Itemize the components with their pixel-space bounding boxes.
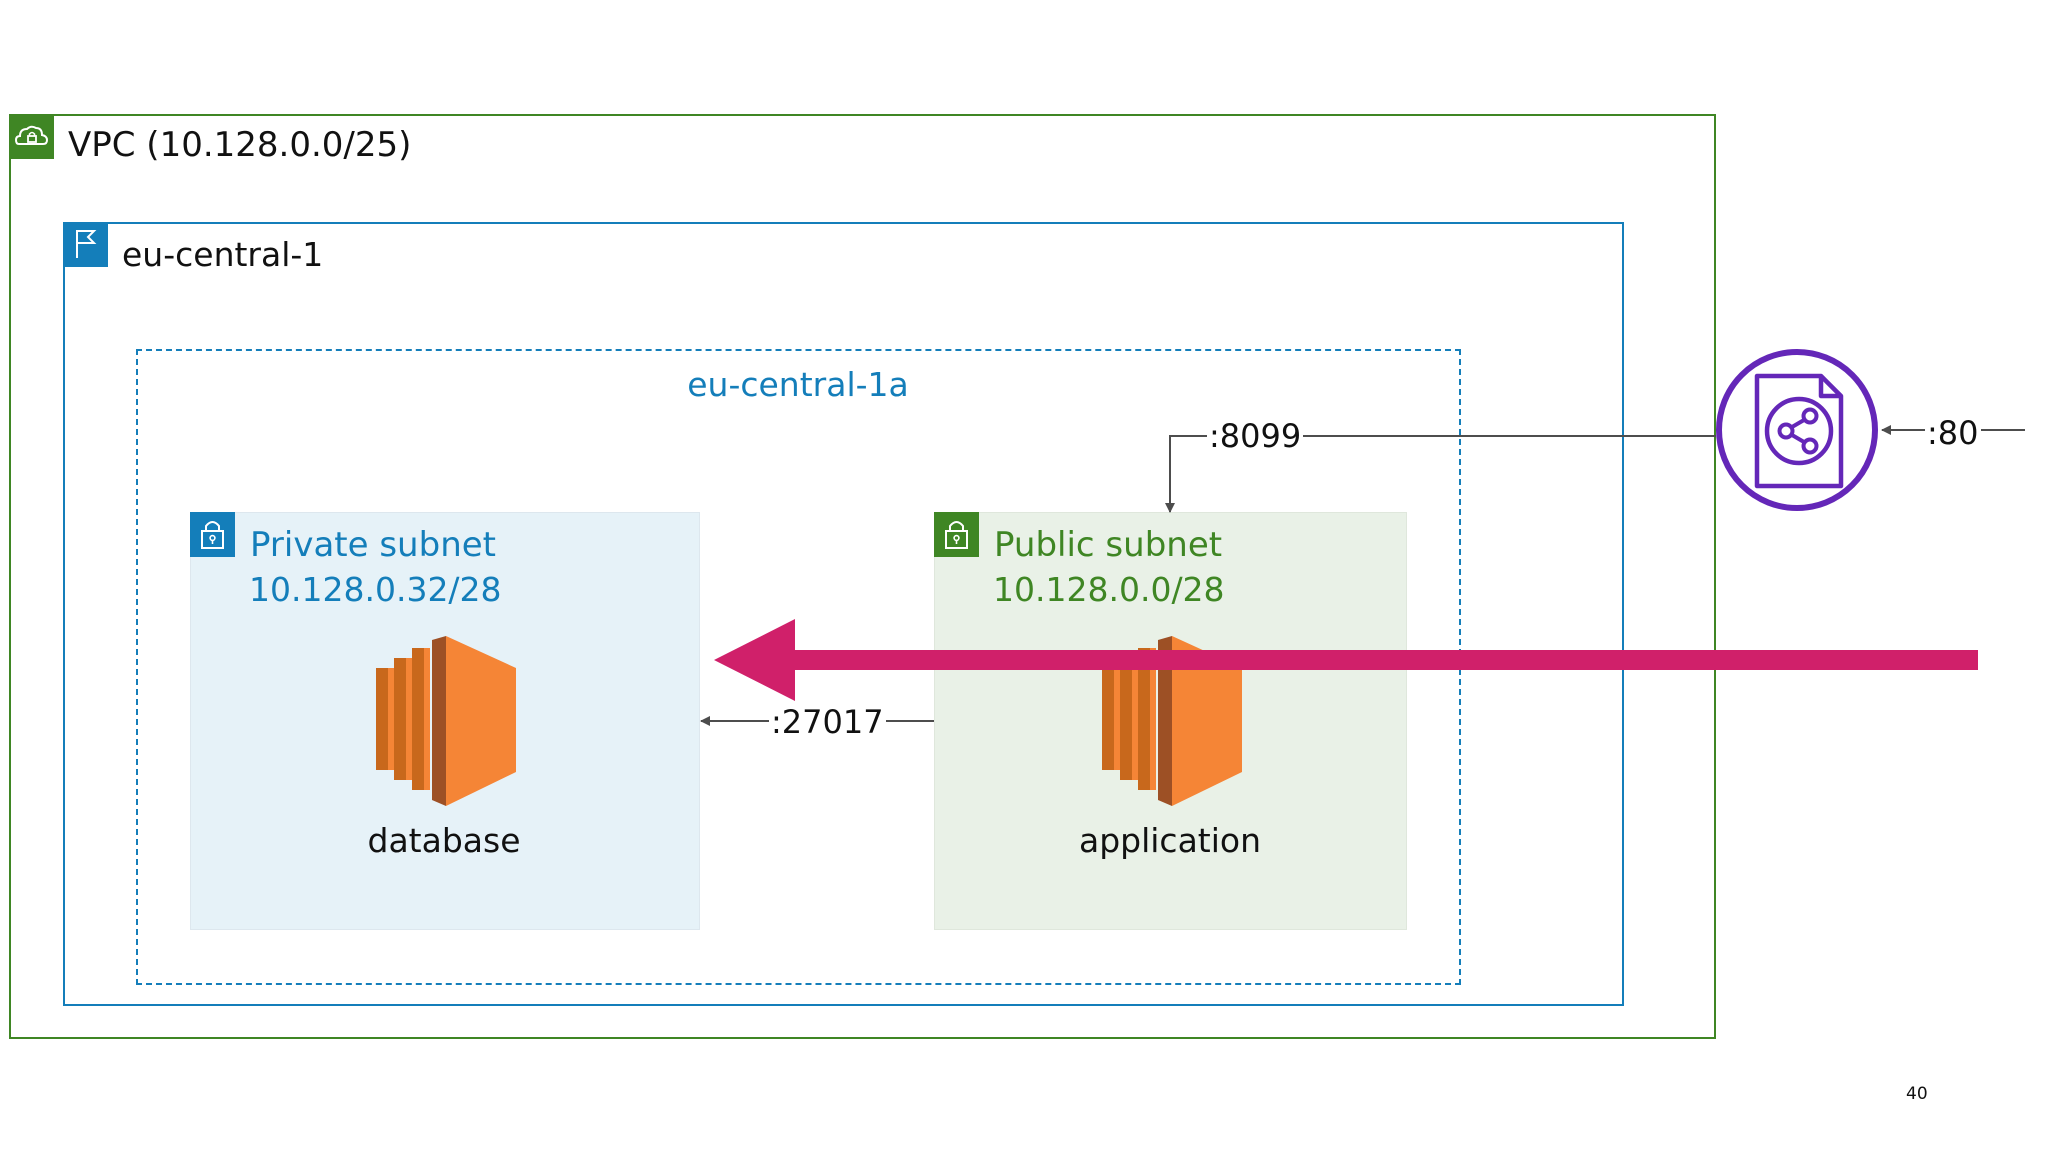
application-ec2-instance-icon	[1102, 636, 1242, 806]
shared-document-service-icon	[1716, 349, 1878, 511]
region-flag-icon	[76, 230, 97, 258]
vpc-container	[9, 114, 1716, 1039]
vpc-cloud-lock-icon	[14, 125, 49, 145]
private-subnet-badge	[190, 512, 235, 557]
padlock-icon	[201, 521, 224, 549]
vpc-label: VPC (10.128.0.0/25)	[68, 125, 412, 165]
database-ec2-instance-icon	[376, 636, 516, 806]
padlock-icon	[945, 521, 968, 549]
availability-zone-label: eu-central-1a	[687, 365, 909, 404]
port-label-80: :80	[1925, 414, 1981, 452]
region-container	[63, 222, 1624, 1006]
database-instance-label: database	[367, 821, 521, 860]
vpc-badge	[9, 114, 54, 159]
port-label-8099: :8099	[1207, 417, 1304, 455]
connector-port-8099	[1165, 435, 1716, 513]
region-badge	[63, 222, 108, 267]
public-subnet-title: Public subnet	[994, 525, 1223, 565]
public-subnet-badge	[934, 512, 979, 557]
region-label: eu-central-1	[122, 235, 324, 274]
port-label-27017: :27017	[769, 703, 886, 741]
public-subnet-cidr: 10.128.0.0/28	[993, 570, 1225, 609]
private-subnet-title: Private subnet	[250, 525, 496, 565]
page-number: 40	[1906, 1084, 1928, 1104]
private-subnet-cidr: 10.128.0.32/28	[249, 570, 502, 609]
highlight-arrow	[714, 619, 1978, 701]
application-instance-label: application	[1078, 821, 1262, 860]
